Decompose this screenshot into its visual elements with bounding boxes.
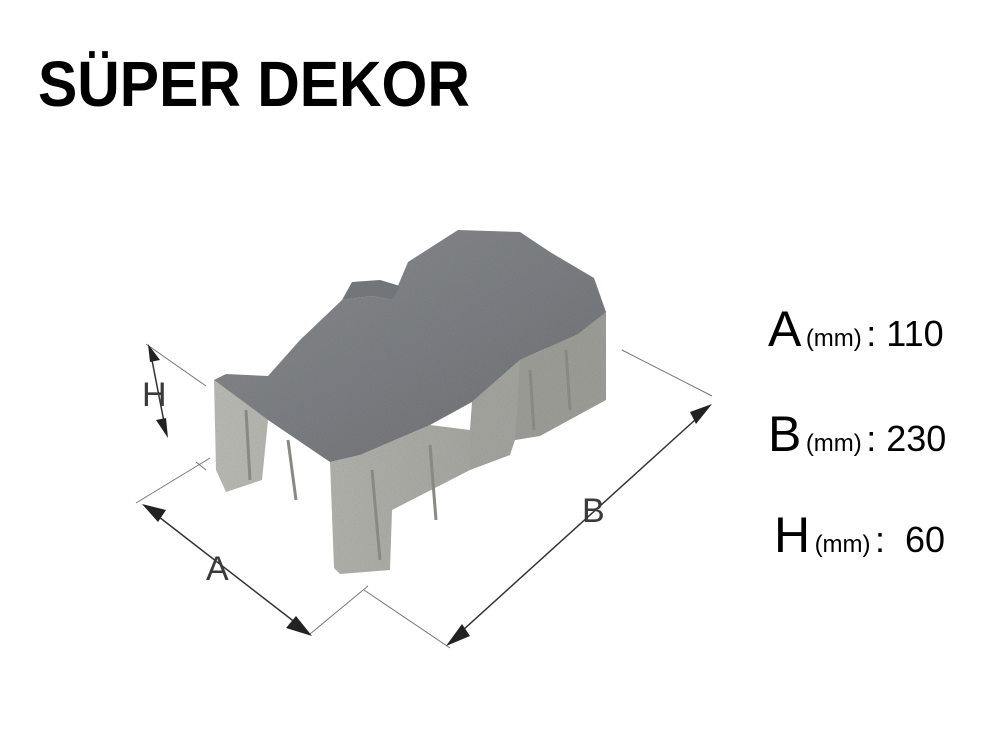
b-arrow-bottom	[446, 624, 470, 646]
paver-groove	[244, 349, 572, 561]
page-title: SÜPER DEKOR	[38, 48, 470, 120]
spec-h-key: H	[774, 507, 811, 563]
b-arrow-top	[690, 404, 712, 424]
paver-top-notch	[342, 280, 400, 300]
a-label: A	[206, 550, 229, 588]
spec-h-value: : 60	[874, 519, 946, 560]
spec-b-value: : 230	[866, 418, 947, 459]
h-arrow-bottom	[156, 418, 168, 438]
dimension-h: H	[142, 343, 207, 471]
paver-sides	[214, 312, 606, 574]
a-arrow-left	[142, 504, 166, 522]
paver-front-side	[214, 380, 470, 574]
dimension-a: A	[135, 457, 369, 636]
paver-top-face	[214, 230, 606, 462]
spec-b-unit: (mm)	[805, 430, 862, 457]
h-arrow-top	[148, 344, 160, 362]
spec-h: H (mm) : 60	[774, 506, 945, 564]
spec-a: A (mm) : 110	[768, 300, 944, 358]
spec-a-key: A	[768, 301, 802, 357]
spec-a-value: : 110	[866, 313, 944, 354]
spec-h-unit: (mm)	[814, 531, 871, 558]
spec-b: B (mm) : 230	[768, 405, 946, 463]
spec-b-key: B	[768, 406, 802, 462]
dimension-b: B	[363, 349, 713, 649]
spec-a-unit: (mm)	[805, 325, 862, 352]
a-arrow-right	[286, 616, 312, 636]
h-label: H	[142, 376, 167, 414]
b-label: B	[582, 492, 605, 530]
paver-right-back-side	[515, 312, 606, 440]
